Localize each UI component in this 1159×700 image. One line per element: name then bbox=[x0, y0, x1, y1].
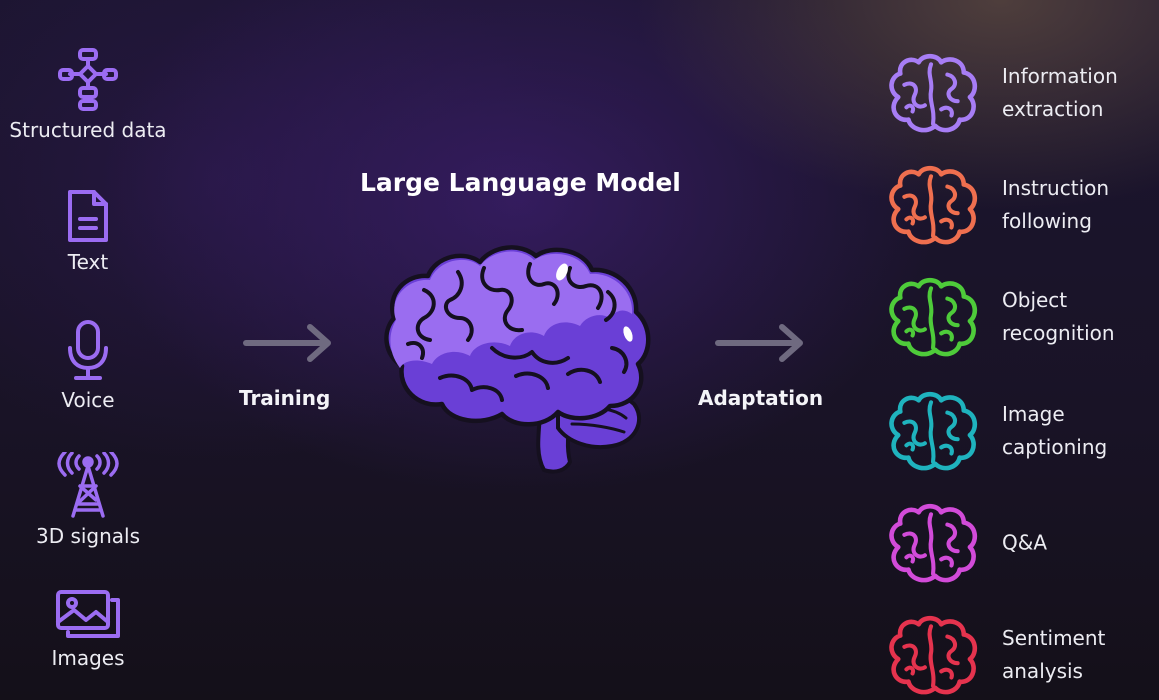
output-sentiment-analysis: Sentiment analysis bbox=[882, 612, 1152, 698]
brain-icon bbox=[384, 245, 651, 474]
brain-outline-icon bbox=[882, 612, 980, 698]
images-icon bbox=[56, 590, 120, 638]
adaptation-arrow-icon bbox=[715, 324, 803, 362]
diagram-title: Large Language Model bbox=[360, 168, 681, 197]
output-label-line2: captioning bbox=[1002, 435, 1108, 459]
output-label: Sentiment analysis bbox=[1002, 622, 1152, 688]
output-label-line1: Information bbox=[1002, 64, 1118, 88]
input-label: Structured data bbox=[9, 118, 167, 142]
brain-outline-icon bbox=[882, 50, 980, 136]
output-information-extraction: Information extraction bbox=[882, 50, 1152, 136]
input-label: Text bbox=[67, 250, 109, 274]
output-label-line1: Instruction bbox=[1002, 176, 1110, 200]
output-label: Image captioning bbox=[1002, 398, 1152, 464]
output-label-line2: following bbox=[1002, 209, 1092, 233]
output-label-line1: Q&A bbox=[1002, 530, 1048, 555]
input-images: Images bbox=[0, 588, 176, 670]
output-label: Information extraction bbox=[1002, 60, 1152, 126]
output-image-captioning: Image captioning bbox=[882, 388, 1152, 474]
input-voice: Voice bbox=[0, 318, 176, 412]
output-instruction-following: Instruction following bbox=[882, 162, 1152, 248]
output-label-line2: analysis bbox=[1002, 659, 1083, 683]
output-label-line1: Image bbox=[1002, 402, 1065, 426]
output-label-line1: Object bbox=[1002, 288, 1068, 312]
output-object-recognition: Object recognition bbox=[882, 274, 1152, 360]
brain-outline-icon bbox=[882, 162, 980, 248]
brain-outline-icon bbox=[882, 500, 980, 586]
input-structured-data: Structured data bbox=[0, 46, 176, 142]
input-label: Images bbox=[51, 646, 125, 670]
input-label: Voice bbox=[61, 388, 115, 412]
output-label: Instruction following bbox=[1002, 172, 1152, 238]
output-label-line1: Sentiment bbox=[1002, 626, 1106, 650]
brain-outline-icon bbox=[882, 388, 980, 474]
signal-tower-icon bbox=[57, 452, 119, 518]
output-label: Object recognition bbox=[1002, 284, 1152, 350]
training-label: Training bbox=[239, 386, 331, 410]
output-qa: Q&A bbox=[882, 500, 1152, 586]
output-label-line2: recognition bbox=[1002, 321, 1115, 345]
adaptation-label: Adaptation bbox=[698, 386, 824, 410]
training-arrow-icon bbox=[243, 324, 331, 362]
flowchart-icon bbox=[58, 48, 118, 111]
brain-outline-icon bbox=[882, 274, 980, 360]
microphone-icon bbox=[68, 320, 108, 380]
input-label: 3D signals bbox=[35, 524, 141, 548]
document-icon bbox=[68, 190, 108, 242]
input-3d-signals: 3D signals bbox=[0, 452, 176, 548]
output-label-line2: extraction bbox=[1002, 97, 1104, 121]
output-label: Q&A bbox=[1002, 527, 1152, 560]
input-text: Text bbox=[0, 188, 176, 274]
